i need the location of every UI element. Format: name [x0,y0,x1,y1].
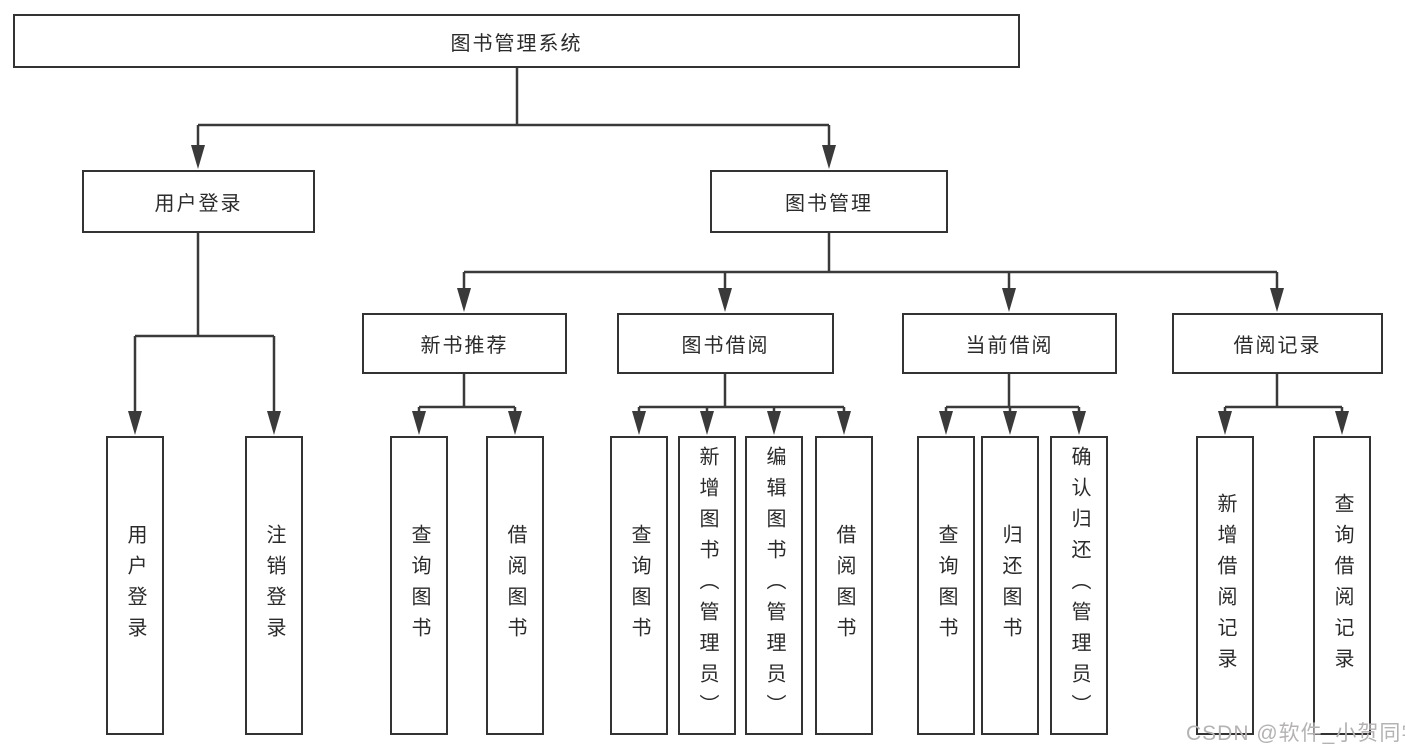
node-new-book-recommend-label: 新书推荐 [420,335,509,357]
leaf-confirm-return-admin: 确认归还（管理员） [1050,436,1108,735]
leaf-query-books-recommend: 查询图书 [390,436,448,735]
node-root-label: 图书管理系统 [450,32,583,55]
leaf-query-books-borrow-label: 查询图书 [628,523,650,648]
leaf-edit-books-admin: 编辑图书（管理员） [745,436,803,735]
leaf-add-borrow-record-label: 新增借阅记录 [1214,492,1236,679]
leaf-query-borrow-record-label: 查询借阅记录 [1331,492,1353,679]
node-current-borrow-label: 当前借阅 [965,335,1054,357]
node-new-book-recommend: 新书推荐 [362,313,567,374]
leaf-query-books-current-label: 查询图书 [935,523,957,648]
node-root-system: 图书管理系统 [13,14,1020,68]
leaf-edit-books-admin-label: 编辑图书（管理员） [763,446,785,725]
node-book-borrow: 图书借阅 [617,313,834,374]
leaf-return-books-label: 归还图书 [999,523,1021,648]
leaf-query-borrow-record: 查询借阅记录 [1313,436,1371,735]
csdn-watermark: CSDN @软件_小贺同学 [1186,722,1405,745]
leaf-logout: 注销登录 [245,436,303,735]
leaf-add-borrow-record: 新增借阅记录 [1196,436,1254,735]
node-current-borrow: 当前借阅 [902,313,1117,374]
leaf-borrow-books-label: 借阅图书 [833,523,855,648]
leaf-user-login: 用户登录 [106,436,164,735]
leaf-user-login-label: 用户登录 [124,523,146,648]
leaf-query-books-recommend-label: 查询图书 [408,523,430,648]
leaf-borrow-books: 借阅图书 [815,436,873,735]
leaf-borrow-books-recommend: 借阅图书 [486,436,544,735]
node-book-borrow-label: 图书借阅 [681,335,770,357]
leaf-logout-label: 注销登录 [263,523,285,648]
leaf-add-books-admin: 新增图书（管理员） [678,436,736,735]
node-borrow-records-label: 借阅记录 [1233,335,1322,357]
node-user-login-label: 用户登录 [154,193,243,215]
leaf-add-books-admin-label: 新增图书（管理员） [696,446,718,725]
node-user-login: 用户登录 [82,170,315,233]
leaf-borrow-books-recommend-label: 借阅图书 [504,523,526,648]
leaf-return-books: 归还图书 [981,436,1039,735]
node-book-management: 图书管理 [710,170,948,233]
node-book-management-label: 图书管理 [785,193,873,215]
leaf-query-books-current: 查询图书 [917,436,975,735]
node-borrow-records: 借阅记录 [1172,313,1383,374]
leaf-confirm-return-admin-label: 确认归还（管理员） [1068,446,1090,725]
leaf-query-books-borrow: 查询图书 [610,436,668,735]
